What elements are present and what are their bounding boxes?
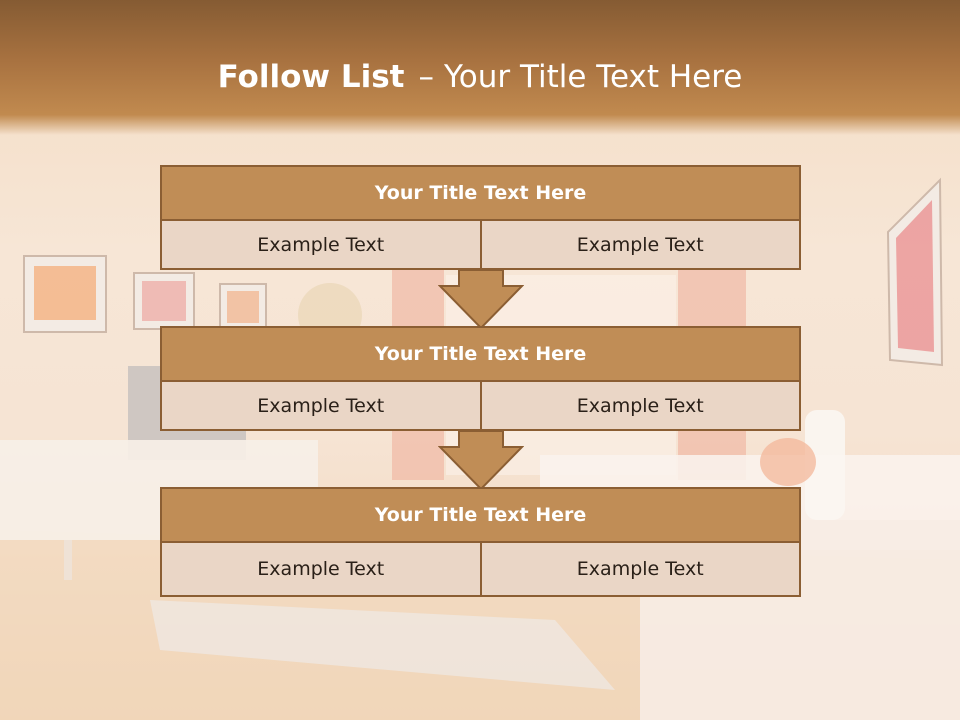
step-cell-left: Example Text: [160, 382, 482, 431]
step-cell-left: Example Text: [160, 543, 482, 597]
step-title: Your Title Text Here: [160, 487, 801, 543]
slide-title: Follow List–Your Title Text Here: [0, 52, 960, 102]
step-title: Your Title Text Here: [160, 165, 801, 221]
step-block-3: Your Title Text Here Example Text Exampl…: [160, 487, 801, 597]
step-cell-left: Example Text: [160, 221, 482, 270]
step-row: Example Text Example Text: [160, 543, 801, 597]
slide-title-bold: Follow List: [217, 59, 405, 95]
step-cell-right: Example Text: [481, 382, 801, 431]
step-title: Your Title Text Here: [160, 326, 801, 382]
step-block-1: Your Title Text Here Example Text Exampl…: [160, 165, 801, 270]
slide-title-separator: –: [418, 59, 434, 95]
down-arrow-icon: [438, 269, 524, 330]
title-band: [0, 0, 960, 135]
step-row: Example Text Example Text: [160, 382, 801, 431]
slide-title-rest: Your Title Text Here: [443, 59, 743, 95]
step-row: Example Text Example Text: [160, 221, 801, 270]
step-block-2: Your Title Text Here Example Text Exampl…: [160, 326, 801, 431]
step-cell-right: Example Text: [481, 543, 801, 597]
down-arrow-icon: [438, 430, 524, 491]
step-cell-right: Example Text: [481, 221, 801, 270]
